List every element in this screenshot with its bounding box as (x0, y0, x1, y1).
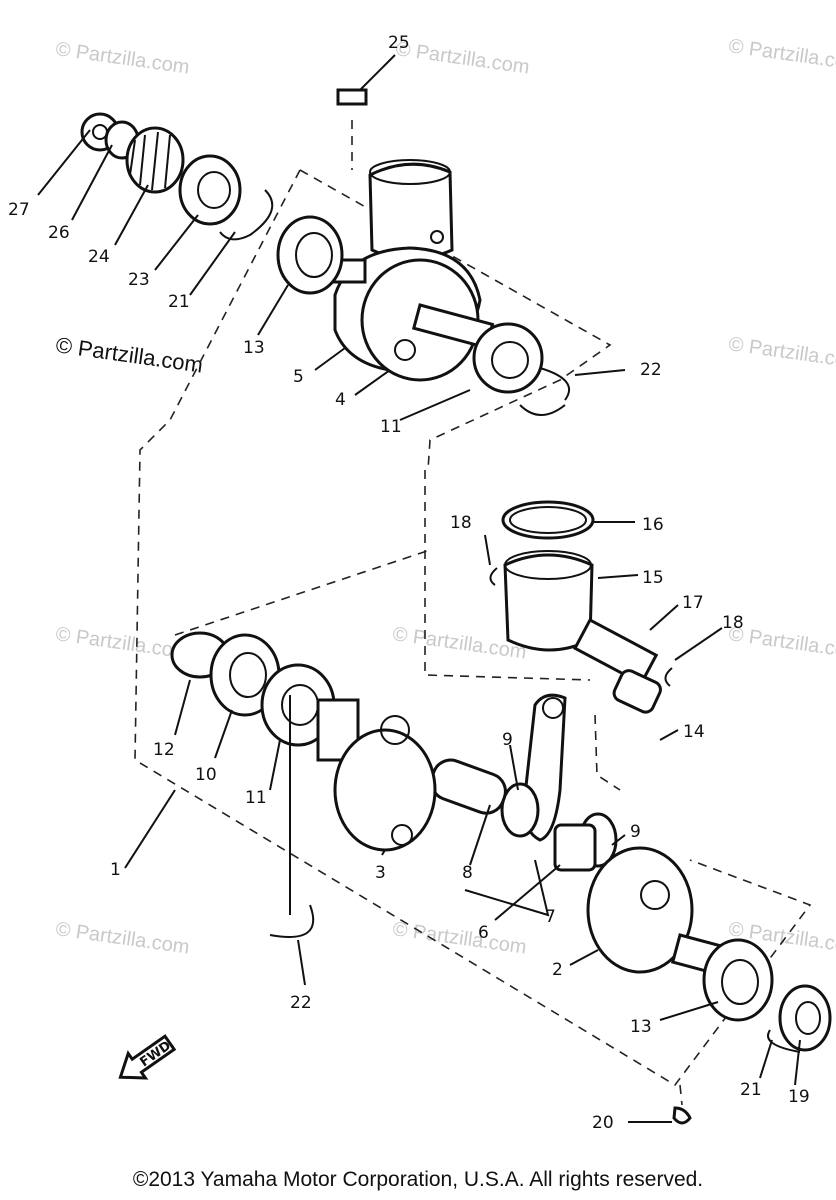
callout-24: 24 (88, 247, 110, 267)
callout-13: 13 (630, 1017, 652, 1037)
callout-21: 21 (168, 292, 190, 312)
callout-8: 8 (462, 863, 473, 883)
callout-22: 22 (640, 360, 662, 380)
callout-17: 17 (682, 593, 704, 613)
callout-16: 16 (642, 515, 664, 535)
watermark: © Partzilla.com (391, 918, 528, 959)
callout-25: 25 (388, 33, 410, 53)
callout-7: 7 (545, 907, 556, 927)
callout-15: 15 (642, 568, 664, 588)
callout-10: 10 (195, 765, 217, 785)
callout-6: 6 (478, 923, 489, 943)
callout-2: 2 (552, 960, 563, 980)
assembly-outlines (134, 120, 812, 1106)
callout-numbers: 25 27 26 24 23 21 13 5 4 11 22 18 16 15 … (8, 33, 810, 1133)
piston-group (489, 500, 673, 687)
watermark: © Partzilla.com (54, 38, 191, 79)
upper-crank-assembly (276, 159, 571, 416)
watermark: © Partzilla.com (54, 918, 191, 959)
callout-1: 1 (110, 860, 121, 880)
watermark: © Partzilla.com (727, 35, 836, 76)
callout-3: 3 (375, 863, 386, 883)
callout-19: 19 (788, 1087, 810, 1107)
callout-11: 11 (380, 417, 402, 437)
callout-23: 23 (128, 270, 150, 290)
callout-11: 11 (245, 788, 267, 808)
callout-26: 26 (48, 223, 70, 243)
callout-5: 5 (293, 367, 304, 387)
connecting-rod-group (429, 669, 662, 872)
watermark: © Partzilla.com (54, 623, 191, 664)
callout-9: 9 (630, 822, 641, 842)
callout-14: 14 (683, 722, 705, 742)
watermark: © Partzilla.com (394, 38, 531, 79)
callout-12: 12 (153, 740, 175, 760)
callout-18: 18 (722, 613, 744, 633)
leader-lines (37, 54, 801, 1123)
callout-4: 4 (335, 390, 346, 410)
callout-9: 9 (502, 730, 513, 750)
callout-22: 22 (290, 993, 312, 1013)
callout-20: 20 (592, 1113, 614, 1133)
callout-18: 18 (450, 513, 472, 533)
watermark: © Partzilla.com (727, 333, 836, 374)
callout-13: 13 (243, 338, 265, 358)
callout-27: 27 (8, 200, 30, 220)
key-part (336, 88, 368, 106)
callout-21: 21 (740, 1080, 762, 1100)
watermark-main: © Partzilla.com (54, 332, 204, 377)
copyright-text: ©2013 Yamaha Motor Corporation, U.S.A. A… (133, 1168, 703, 1191)
fwd-arrow: FWD (118, 1034, 177, 1080)
lower-crank-assembly (170, 631, 832, 1125)
drive-gear-stack (80, 112, 274, 241)
